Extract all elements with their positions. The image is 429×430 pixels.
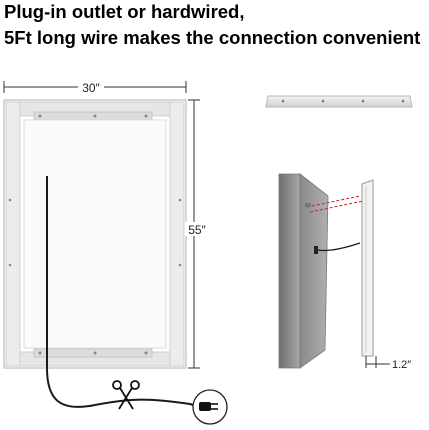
depth-dimension: 1.2″ [365, 356, 411, 371]
wall-section [278, 173, 329, 369]
depth-label: 1.2″ [392, 359, 411, 371]
mirror-back [3, 99, 187, 369]
headline-line-1: Plug-in outlet or hardwired, [4, 1, 245, 22]
width-label: 30″ [82, 81, 100, 95]
width-dimension: 30″ [3, 79, 187, 95]
mount-guides [305, 195, 364, 213]
mounting-rail [265, 95, 413, 108]
height-dimension: 55″ [185, 99, 213, 369]
side-wire [317, 242, 361, 252]
height-label: 55″ [188, 223, 206, 237]
power-plug-icon [192, 389, 228, 425]
mirror-profile [361, 179, 374, 357]
headline-line-2: 5Ft long wire makes the connection conve… [4, 27, 421, 48]
power-cord [46, 176, 204, 409]
scissors-icon [112, 380, 140, 410]
